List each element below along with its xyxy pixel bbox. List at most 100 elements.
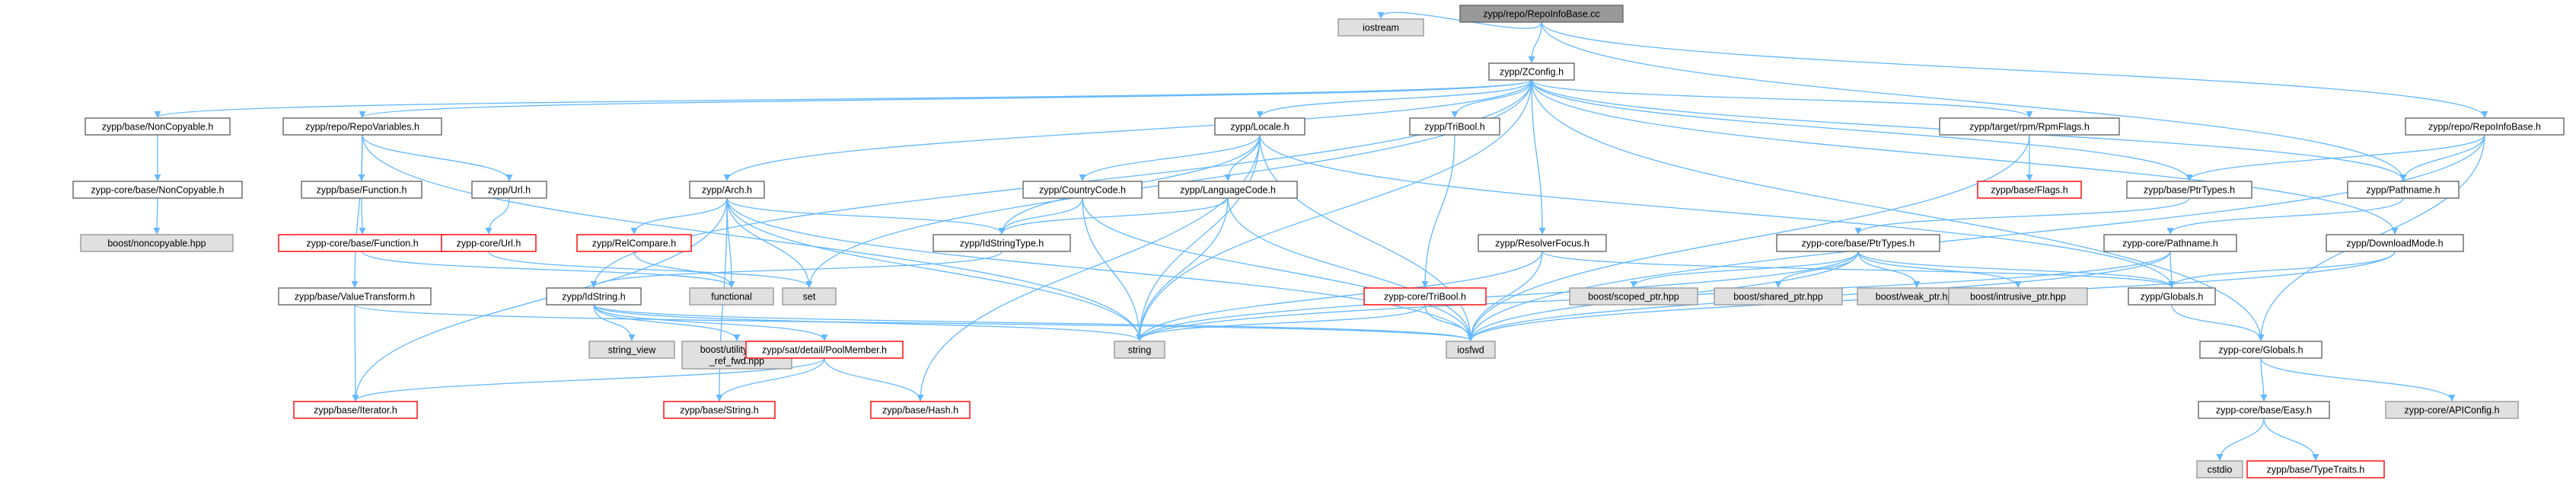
- node-base_noncopyable[interactable]: zypp/base/NonCopyable.h: [84, 117, 231, 136]
- include-edge-zconfig-to-base_noncopyable: [154, 79, 1532, 118]
- node-label: zypp-core/base/NonCopyable.h: [91, 185, 224, 196]
- node-relcompare[interactable]: zypp/RelCompare.h: [576, 234, 692, 252]
- node-label: zypp-core/Pathname.h: [2122, 238, 2218, 249]
- node-core_url[interactable]: zypp-core/Url.h: [441, 234, 537, 252]
- node-box: [282, 117, 442, 136]
- node-box: [1363, 287, 1487, 306]
- include-edge-zconfig-to-core_globals: [1531, 79, 2265, 341]
- node-repovariables[interactable]: zypp/repo/RepoVariables.h: [282, 117, 442, 136]
- node-base_ptrtypes[interactable]: zypp/base/PtrTypes.h: [2126, 181, 2252, 199]
- node-core_function[interactable]: zypp-core/base/Function.h: [278, 234, 447, 252]
- include-edge-core_url-to-set: [488, 251, 813, 288]
- node-resolverfocus[interactable]: zypp/ResolverFocus.h: [1478, 234, 1607, 252]
- include-edge-countrycode-to-iosfwd: [1082, 197, 1475, 341]
- node-label: zypp/sat/detail/PoolMember.h: [762, 345, 887, 356]
- node-label: zypp/base/TypeTraits.h: [2267, 465, 2365, 475]
- include-edge-core_ptrtypes-to-globals: [1857, 251, 2176, 288]
- node-idstring[interactable]: zypp/IdString.h: [546, 287, 642, 306]
- include-edge-core_ptrtypes-to-boost_intrusive: [1857, 251, 2022, 288]
- include-edge-zconfig-to-locale: [1256, 79, 1532, 118]
- node-arch[interactable]: zypp/Arch.h: [689, 181, 765, 199]
- node-boost_weak: boost/weak_ptr.hpp: [1857, 287, 1977, 306]
- include-edge-idstringtype-to-idstring: [590, 251, 1003, 288]
- include-edge-base_valuetransform-to-iosfwd: [354, 304, 1475, 341]
- include-edge-poolmember-to-base_string: [716, 357, 825, 402]
- node-downloadmode[interactable]: zypp/DownloadMode.h: [2326, 234, 2464, 252]
- include-edge-core_noncopyable-to-boost_noncopyable: [153, 197, 161, 235]
- node-globals[interactable]: zypp/Globals.h: [2128, 287, 2216, 306]
- node-poolmember[interactable]: zypp/sat/detail/PoolMember.h: [745, 341, 904, 359]
- node-base_flags[interactable]: zypp/base/Flags.h: [1977, 181, 2082, 199]
- node-box: [1114, 341, 1165, 359]
- node-box: [2385, 401, 2519, 419]
- node-box: [80, 234, 234, 252]
- node-locale[interactable]: zypp/Locale.h: [1214, 117, 1306, 136]
- include-edge-core_ptrtypes-to-boost_scoped: [1630, 251, 1859, 288]
- node-string: string: [1114, 341, 1165, 359]
- node-base_hash[interactable]: zypp/base/Hash.h: [870, 401, 971, 419]
- node-countrycode[interactable]: zypp/CountryCode.h: [1022, 181, 1143, 199]
- node-idstringtype[interactable]: zypp/IdStringType.h: [933, 234, 1071, 252]
- node-label: boost/noncopyable.hpp: [107, 238, 206, 249]
- node-base_valuetransform[interactable]: zypp/base/ValueTransform.h: [278, 287, 432, 306]
- node-languagecode[interactable]: zypp/LanguageCode.h: [1158, 181, 1298, 199]
- include-edge-arch-to-idstringtype: [726, 197, 1006, 235]
- node-label: functional: [711, 292, 752, 302]
- node-box: [471, 181, 547, 199]
- node-root[interactable]: zypp/repo/RepoInfoBase.cc: [1459, 5, 1624, 23]
- node-url[interactable]: zypp/Url.h: [471, 181, 547, 199]
- include-edge-zconfig-to-rpmflags: [1531, 79, 2033, 118]
- node-label: zypp-core/TriBool.h: [1384, 292, 1466, 302]
- node-core_ptrtypes[interactable]: zypp-core/base/PtrTypes.h: [1776, 234, 1940, 252]
- node-core_noncopyable[interactable]: zypp-core/base/NonCopyable.h: [72, 181, 243, 199]
- node-box: [1337, 18, 1424, 37]
- node-core_globals[interactable]: zypp-core/Globals.h: [2199, 341, 2323, 359]
- include-edge-base_ptrtypes-to-core_ptrtypes: [1854, 197, 2190, 235]
- node-boost_shared: boost/shared_ptr.hpp: [1714, 287, 1843, 306]
- node-label: zypp-core/base/Easy.h: [2216, 405, 2312, 416]
- node-box: [2347, 181, 2460, 199]
- node-apiconfig: zypp-core/APIConfig.h: [2385, 401, 2519, 419]
- node-tribool[interactable]: zypp/TriBool.h: [1409, 117, 1500, 136]
- include-edge-repovariables-to-string: [362, 134, 1143, 341]
- node-box: [782, 287, 837, 306]
- node-zconfig[interactable]: zypp/ZConfig.h: [1488, 62, 1575, 81]
- node-label: string: [1128, 345, 1152, 356]
- include-edge-zconfig-to-resolverfocus: [1531, 79, 1546, 235]
- node-box: [2103, 234, 2237, 252]
- node-label: zypp/TriBool.h: [1424, 122, 1484, 133]
- node-label: zypp/repo/RepoVariables.h: [305, 122, 419, 133]
- node-base_iterator[interactable]: zypp/base/Iterator.h: [293, 401, 418, 419]
- include-edge-locale-to-countrycode: [1079, 134, 1261, 181]
- include-edge-rpmflags-to-iosfwd: [1467, 134, 2030, 341]
- node-box: [933, 234, 1071, 252]
- include-edge-arch-to-iosfwd: [726, 197, 1475, 341]
- include-edge-locale-to-string: [1136, 134, 1261, 341]
- node-core_pathname[interactable]: zypp-core/Pathname.h: [2103, 234, 2237, 252]
- include-edge-repovariables-to-base_valuetransform: [351, 134, 363, 288]
- node-pathname[interactable]: zypp/Pathname.h: [2347, 181, 2460, 199]
- node-rpmflags[interactable]: zypp/target/rpm/RpmFlags.h: [1939, 117, 2120, 136]
- include-edge-poolmember-to-base_hash: [824, 357, 924, 402]
- node-base_easy[interactable]: zypp-core/base/Easy.h: [2198, 401, 2330, 419]
- node-box: [1948, 287, 2088, 306]
- node-box: [278, 287, 432, 306]
- include-edge-idstring-to-string: [593, 304, 1143, 341]
- node-box: [663, 401, 776, 419]
- include-edge-locale-to-languagecode: [1224, 134, 1261, 181]
- node-base_string[interactable]: zypp/base/String.h: [663, 401, 776, 419]
- node-box: [2126, 181, 2252, 199]
- node-core_tribool[interactable]: zypp-core/TriBool.h: [1363, 287, 1487, 306]
- node-label: set: [803, 292, 816, 302]
- node-base_function[interactable]: zypp/base/Function.h: [301, 181, 422, 199]
- node-typetraits[interactable]: zypp/base/TypeTraits.h: [2246, 460, 2385, 478]
- node-label: iosfwd: [1457, 345, 1484, 356]
- node-label: zypp/base/Iterator.h: [314, 405, 397, 416]
- node-label: zypp/Globals.h: [2141, 292, 2204, 302]
- node-repoinfobase_h[interactable]: zypp/repo/RepoInfoBase.h: [2405, 117, 2565, 136]
- include-edge-zconfig-to-arch: [723, 79, 1532, 181]
- node-box: [1714, 287, 1843, 306]
- include-edge-zconfig-to-string: [1136, 79, 1532, 341]
- include-edge-pathname-to-core_pathname: [2166, 197, 2404, 235]
